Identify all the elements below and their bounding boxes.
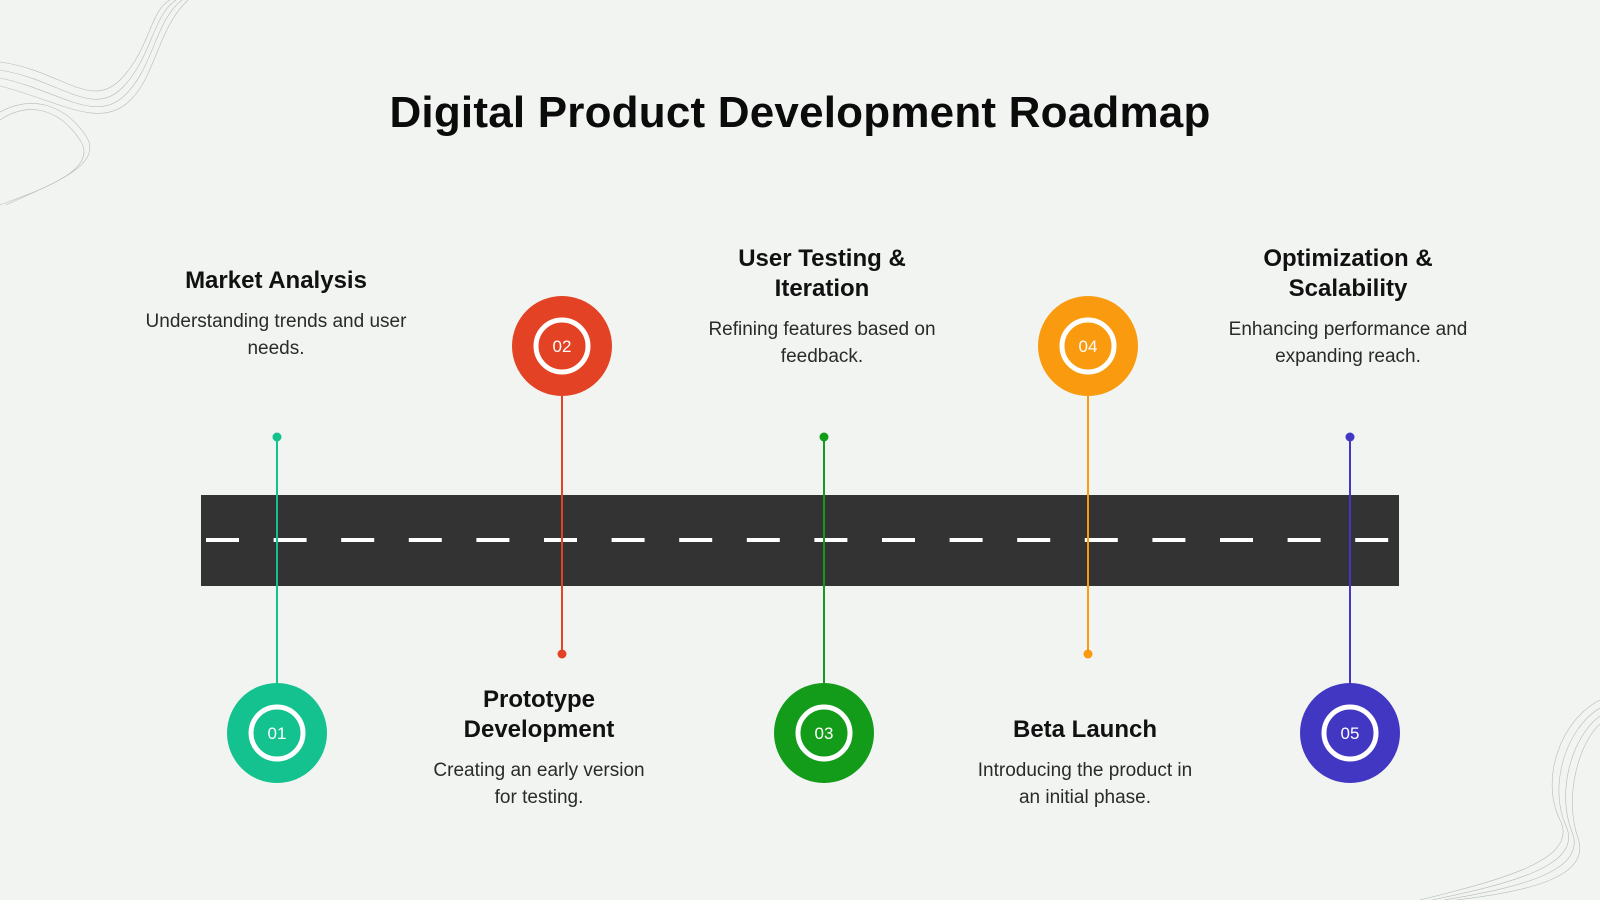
lane-dash [1152,538,1186,542]
step-3-title: User Testing & Iteration [738,245,906,302]
marker-ring [795,704,853,762]
step-4-description: Introducing the product in an initial ph… [977,760,1193,808]
lane-dash [949,538,983,542]
step-1-marker: 01 [227,683,327,783]
step-2-title: Prototype Development [463,686,615,743]
lane-dash [746,538,780,542]
step-3-marker: 03 [774,683,874,783]
step-1-number: 01 [268,724,287,743]
step-5-description: Enhancing performance and expanding reac… [1228,319,1468,367]
marker-ring [533,317,591,375]
road [201,495,1399,586]
lane-markings [206,538,1389,542]
marker-ring [1321,704,1379,762]
lane-dash [1287,538,1321,542]
marker-circle [227,683,327,783]
step-1-title: Market Analysis [185,267,367,294]
lane-dash [476,538,510,542]
marker-ring [1059,317,1117,375]
marker-circle [774,683,874,783]
step-4-marker: 04 [1038,296,1138,396]
step-5-connector-dot [1345,432,1355,442]
step-5-marker: 05 [1300,683,1400,783]
step-1-description: Understanding trends and user needs. [145,311,407,359]
step-3-text: User Testing & Iteration Refining featur… [682,244,962,370]
step-3-description: Refining features based on feedback. [708,319,936,367]
step-5-title: Optimization & Scalability [1263,245,1433,302]
step-3-connector-dot [819,432,829,442]
step-4-number: 04 [1079,337,1098,356]
step-5-text: Optimization & Scalability Enhancing per… [1208,244,1488,370]
step-5-number: 05 [1341,724,1360,743]
lane-dash [1355,538,1389,542]
page-title: Digital Product Development Roadmap [389,88,1211,137]
lane-dash [544,538,577,542]
step-4-title: Beta Launch [1012,716,1158,743]
lane-dash [1017,538,1051,542]
step-markers: 01 02 03 04 05 [227,296,1400,783]
lane-dash [882,538,915,542]
marker-circle [1038,296,1138,396]
decorative-waves-top-left [0,0,189,206]
lane-dash [1220,538,1253,542]
step-2-number: 02 [553,337,572,356]
lane-dash [206,538,239,542]
step-2-description: Creating an early version for testing. [433,760,645,808]
step-4-text: Beta Launch Introducing the product in a… [945,715,1225,811]
step-2-connector-dot [557,649,567,659]
lane-dash [679,538,713,542]
lane-dash [814,538,848,542]
lane-dash [611,538,645,542]
step-3-number: 03 [815,724,834,743]
marker-circle [512,296,612,396]
step-2-text: Prototype Development Creating an early … [399,685,679,811]
marker-ring [248,704,306,762]
decorative-waves-bottom-right [1419,699,1600,900]
lane-dash [341,538,375,542]
lane-dash [273,538,307,542]
step-4-connector-dot [1083,649,1093,659]
lane-dash [1084,538,1118,542]
step-1-connector-dot [272,432,282,442]
step-1-text: Market Analysis Understanding trends and… [136,266,416,362]
lane-dash [408,538,442,542]
step-2-marker: 02 [512,296,612,396]
marker-circle [1300,683,1400,783]
